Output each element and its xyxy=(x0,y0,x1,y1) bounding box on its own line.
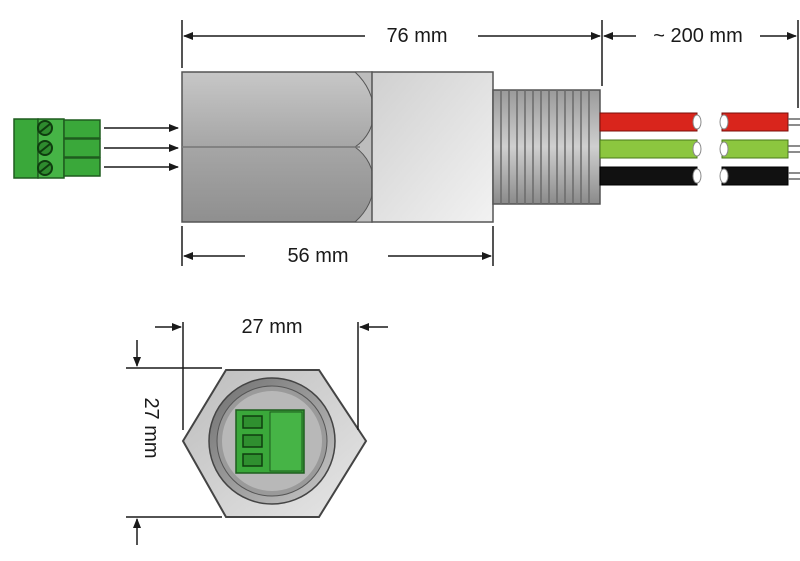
hex-end-view xyxy=(181,369,368,518)
cable-length-label: ~ 200 mm xyxy=(653,25,742,47)
screw-icon xyxy=(37,120,53,136)
threaded-gland xyxy=(492,89,601,205)
dimension-body-length xyxy=(181,226,494,266)
body-length-label: 56 mm xyxy=(287,245,348,267)
cable-wires xyxy=(599,112,800,186)
hex-height-label: 27 mm xyxy=(140,397,162,458)
total-length-label: 76 mm xyxy=(386,25,447,47)
dimension-total-length xyxy=(181,20,603,86)
wire-red xyxy=(599,112,698,132)
sensor-body xyxy=(181,71,494,223)
terminal-block-socket xyxy=(235,409,305,474)
dimension-hex-height xyxy=(126,340,222,545)
terminal-block-plug xyxy=(13,118,101,179)
dimension-cable-length xyxy=(603,20,799,108)
wire-green xyxy=(599,139,698,159)
insertion-arrows xyxy=(104,124,179,171)
hex-width-label: 27 mm xyxy=(241,316,302,338)
screw-icon xyxy=(37,140,53,156)
wire-black xyxy=(599,166,698,186)
screw-icon xyxy=(37,160,53,176)
dimension-hex-width xyxy=(155,322,388,430)
